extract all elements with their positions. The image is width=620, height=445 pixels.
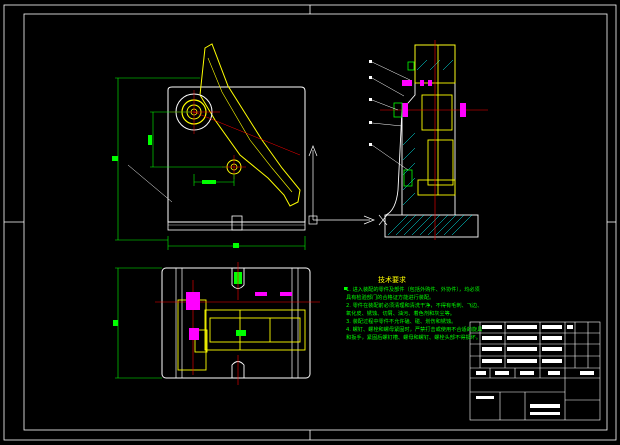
top-fasteners xyxy=(186,292,292,340)
top-body-outline xyxy=(161,267,311,379)
clamp-lever xyxy=(199,43,301,207)
note-line: 氧化皮、锈蚀、切屑、油污、着色剂和灰尘等。 xyxy=(346,311,455,317)
tech-notes-box xyxy=(344,287,347,290)
front-dimensions xyxy=(112,77,306,250)
tech-notes: 1. 进入装配的零件及部件（包括外购件、外协件），均必须 具有检验部门的合格证方… xyxy=(346,286,482,342)
top-view xyxy=(113,262,320,385)
side-base xyxy=(384,214,479,238)
side-hatch xyxy=(387,59,473,236)
top-dimensions xyxy=(113,267,162,379)
note-line: 和扳手，紧固后螺钉槽、螺母和螺钉、螺栓头部不得损坏。 xyxy=(346,335,481,341)
front-body-outline xyxy=(167,86,306,223)
note-line: 1. 进入装配的零件及部件（包括外购件、外协件），均必须 xyxy=(346,287,480,293)
side-view xyxy=(369,40,488,240)
side-leaders xyxy=(371,61,411,171)
front-base-slot xyxy=(167,221,306,231)
note-line: 4. 螺钉、螺栓和螺母紧固时，严禁打击或使用不合适的旋具 xyxy=(346,327,483,333)
note-line: 2. 零件在装配前必须清理和清洗干净，不得有毛刺、飞边、 xyxy=(346,303,483,309)
front-slot-notch xyxy=(231,215,243,231)
notes-heading: 技术要求 xyxy=(378,276,406,284)
front-view xyxy=(112,43,388,250)
title-block xyxy=(469,321,601,421)
note-line: 具有检验部门的合格证方能进行装配。 xyxy=(346,295,435,301)
ucs-icon xyxy=(308,145,388,226)
note-line: 3. 装配过程中零件不允许磕、碰、划伤和锈蚀。 xyxy=(346,319,457,325)
side-fasteners xyxy=(402,80,466,117)
title-block-text-blocks xyxy=(476,325,594,415)
drawing-border xyxy=(3,4,617,441)
